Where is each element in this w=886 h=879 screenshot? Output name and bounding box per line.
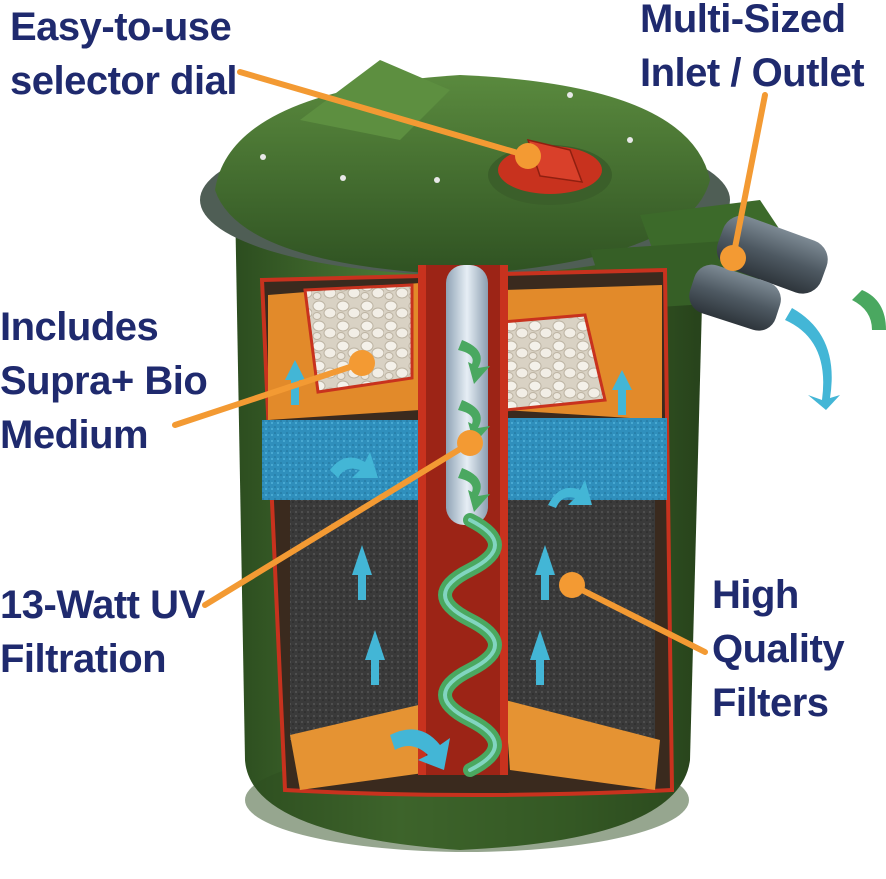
leader-dot (349, 350, 375, 376)
leader-line-selector-dial (237, 69, 531, 159)
lid-screw (627, 137, 633, 143)
callout-line: Medium (0, 413, 149, 457)
callout-line: Includes (0, 305, 159, 349)
callout-line: Supra+ Bio (0, 359, 208, 403)
callout-line: Quality (712, 627, 845, 671)
sponge-black-left (290, 500, 422, 740)
uv-flow-arrow-icon (458, 340, 490, 384)
callout-line: Inlet / Outlet (640, 51, 865, 95)
center-tube-edge (500, 265, 508, 775)
callout-line: Easy-to-use (10, 5, 232, 49)
up-arrow-icon (365, 630, 385, 685)
callout-line: selector dial (10, 59, 237, 103)
leader-dot (515, 143, 541, 169)
curve-arrow-icon (612, 370, 632, 415)
leader-line-filters (569, 582, 708, 655)
bottom-slats-left (290, 700, 445, 790)
curve-arrow-icon (390, 729, 450, 770)
lid-screw (567, 92, 573, 98)
center-tube-edge (418, 265, 426, 775)
callout-line: Filtration (0, 637, 167, 681)
leader-lines (172, 69, 768, 655)
leader-line-inlet-outlet (730, 92, 768, 261)
callout-bio-medium: Includes Supra+ Bio Medium (0, 300, 208, 462)
up-arrow-icon (530, 630, 550, 685)
flow-arrow-icon (785, 308, 840, 410)
callout-line: 13-Watt UV (0, 583, 205, 627)
callout-filters: High Quality Filters (712, 568, 845, 730)
flow-arrow-icon (852, 290, 886, 330)
up-arrow-icon (352, 545, 372, 600)
uv-flow-arrow-icon (458, 400, 490, 444)
leader-line-uv (202, 440, 473, 608)
leader-line-bio-medium (172, 360, 365, 428)
lid-screw (434, 177, 440, 183)
bottom-slats-right (505, 700, 660, 790)
curve-arrow-icon (548, 480, 592, 508)
curve-arrow-icon (330, 452, 378, 478)
callout-selector-dial: Easy-to-use selector dial (10, 0, 237, 108)
callout-line: Filters (712, 681, 829, 725)
uv-lamp (446, 265, 488, 525)
callout-uv-filtration: 13-Watt UV Filtration (0, 578, 205, 686)
callout-line: High (712, 573, 799, 617)
bio-medium-right (500, 313, 607, 412)
spiral-flow-icon (443, 518, 497, 772)
lid-screw (340, 175, 346, 181)
callout-inlet-outlet: Multi-Sized Inlet / Outlet (640, 0, 865, 100)
leader-dot (457, 430, 483, 456)
bio-medium-left (303, 283, 414, 394)
lid-screw (260, 154, 266, 160)
leader-dot (559, 572, 585, 598)
up-arrow-icon (535, 545, 555, 600)
leader-dots (349, 143, 746, 598)
leader-dot (720, 245, 746, 271)
sponge-black-right (505, 500, 655, 740)
uv-flow-arrow-icon (458, 468, 490, 512)
callout-line: Multi-Sized (640, 0, 846, 41)
